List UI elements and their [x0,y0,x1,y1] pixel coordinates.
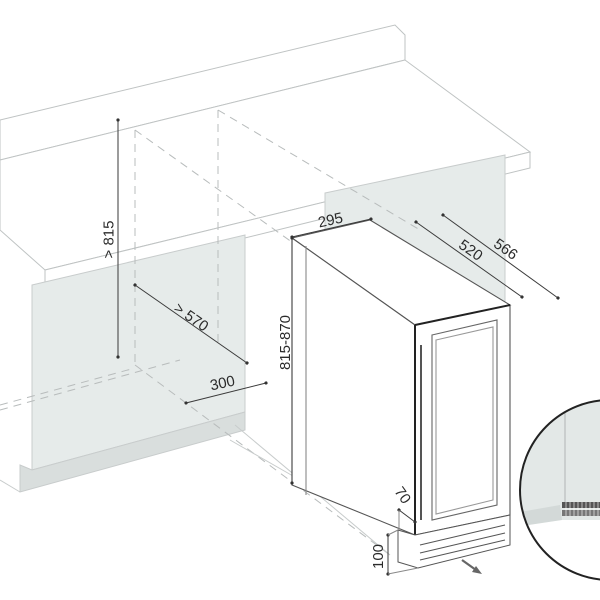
airflow-out-arrow [461,559,482,574]
niche-height-label: > 815 [100,220,118,259]
plinth-grille [397,514,511,569]
dimension-lines [116,118,560,576]
appliance-height-label: 815-870 [277,314,295,371]
plinth-height-label: 100 [370,543,388,570]
ventilation-grille-detail [519,399,600,581]
